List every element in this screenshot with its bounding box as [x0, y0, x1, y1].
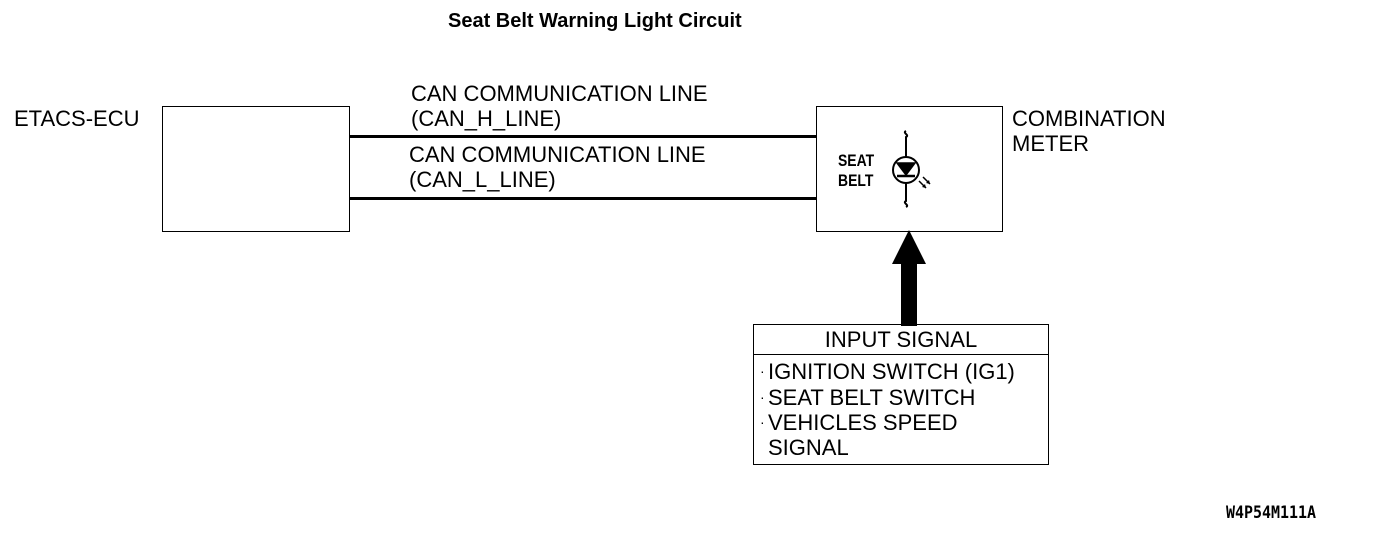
diagram-title: Seat Belt Warning Light Circuit: [448, 10, 742, 32]
bullet-dot: ·: [760, 414, 765, 430]
input-signal-item-text: SIGNAL: [768, 434, 849, 460]
can-l-line: [349, 197, 818, 200]
etacs-ecu-box: [162, 106, 350, 232]
seat-belt-indicator-line2: BELT: [838, 171, 874, 190]
etacs-ecu-label: ETACS-ECU: [14, 106, 140, 131]
seat-belt-indicator-label: SEAT BELT: [838, 151, 874, 191]
input-signal-item: ·SEAT BELT SWITCH: [760, 385, 1048, 411]
input-signal-item: ·VEHICLES SPEED: [760, 410, 1048, 436]
combination-meter-label-line1: COMBINATION: [1012, 106, 1166, 131]
input-signal-item: SIGNAL: [760, 434, 1048, 461]
seat-belt-indicator-line1: SEAT: [838, 151, 875, 170]
input-signal-item-text: SEAT BELT SWITCH: [768, 384, 976, 410]
can-l-label-line2: (CAN_L_LINE): [409, 167, 556, 192]
can-l-label-line1: CAN COMMUNICATION LINE: [409, 142, 706, 167]
input-signal-item-text: VEHICLES SPEED: [768, 410, 958, 435]
figure-code: W4P54M111A: [1226, 503, 1317, 523]
combination-meter-label: COMBINATION METER: [1012, 106, 1166, 156]
can-h-label: CAN COMMUNICATION LINE (CAN_H_LINE): [411, 81, 708, 131]
input-signal-item-text: IGNITION SWITCH (IG1): [768, 359, 1015, 384]
signal-arrow: [892, 230, 926, 326]
combination-meter-box: SEAT BELT: [816, 106, 1003, 232]
bullet-dot: ·: [760, 388, 765, 405]
input-signal-list: ·IGNITION SWITCH (IG1) ·SEAT BELT SWITCH…: [754, 355, 1048, 460]
bullet-dot: ·: [760, 363, 765, 379]
input-signal-heading: INPUT SIGNAL: [754, 325, 1048, 355]
led-lamp-icon: [892, 130, 931, 208]
combination-meter-label-line2: METER: [1012, 131, 1089, 156]
can-h-label-line1: CAN COMMUNICATION LINE: [411, 81, 708, 106]
can-l-label: CAN COMMUNICATION LINE (CAN_L_LINE): [409, 142, 706, 192]
input-signal-box: INPUT SIGNAL ·IGNITION SWITCH (IG1) ·SEA…: [753, 324, 1049, 465]
can-h-line: [349, 135, 818, 138]
input-signal-item: ·IGNITION SWITCH (IG1): [760, 359, 1048, 385]
can-h-label-line2: (CAN_H_LINE): [411, 106, 562, 131]
